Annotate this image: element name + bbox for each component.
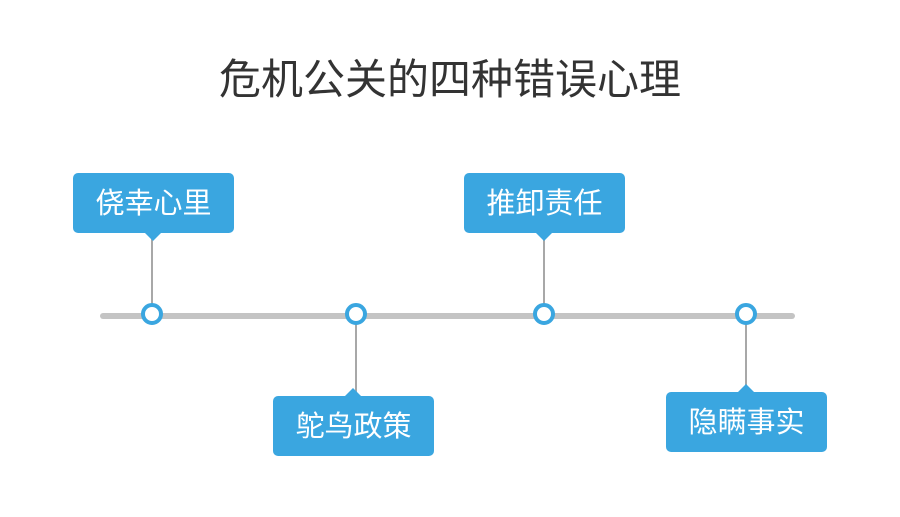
connector-4 [745, 319, 747, 392]
timeline-node-3 [533, 303, 555, 325]
stage-label-pointer-2 [345, 388, 361, 396]
stage-label-box-3: 推卸责任 [464, 173, 625, 241]
timeline-node-4 [735, 303, 757, 325]
connector-2 [355, 319, 357, 396]
connector-3 [543, 233, 545, 313]
stage-label-text-4: 隐瞒事实 [688, 405, 805, 439]
timeline-node-2 [345, 303, 367, 325]
connector-1 [151, 233, 153, 313]
stage-label-pointer-1 [145, 233, 161, 241]
stage-label-text-2: 鸵鸟政策 [295, 409, 412, 443]
stage-label-pointer-4 [738, 384, 754, 392]
stage-label-box-2: 鸵鸟政策 [273, 388, 434, 456]
stage-label-text-1: 侥幸心里 [95, 186, 212, 220]
stage-label-pointer-3 [536, 233, 552, 241]
stage-label-text-3: 推卸责任 [486, 186, 603, 220]
timeline-axis [100, 313, 795, 319]
page-title: 危机公关的四种错误心理 [218, 55, 681, 104]
timeline-node-1 [141, 303, 163, 325]
stage-label-box-1: 侥幸心里 [73, 173, 234, 241]
stage-label-box-4: 隐瞒事实 [666, 384, 827, 452]
